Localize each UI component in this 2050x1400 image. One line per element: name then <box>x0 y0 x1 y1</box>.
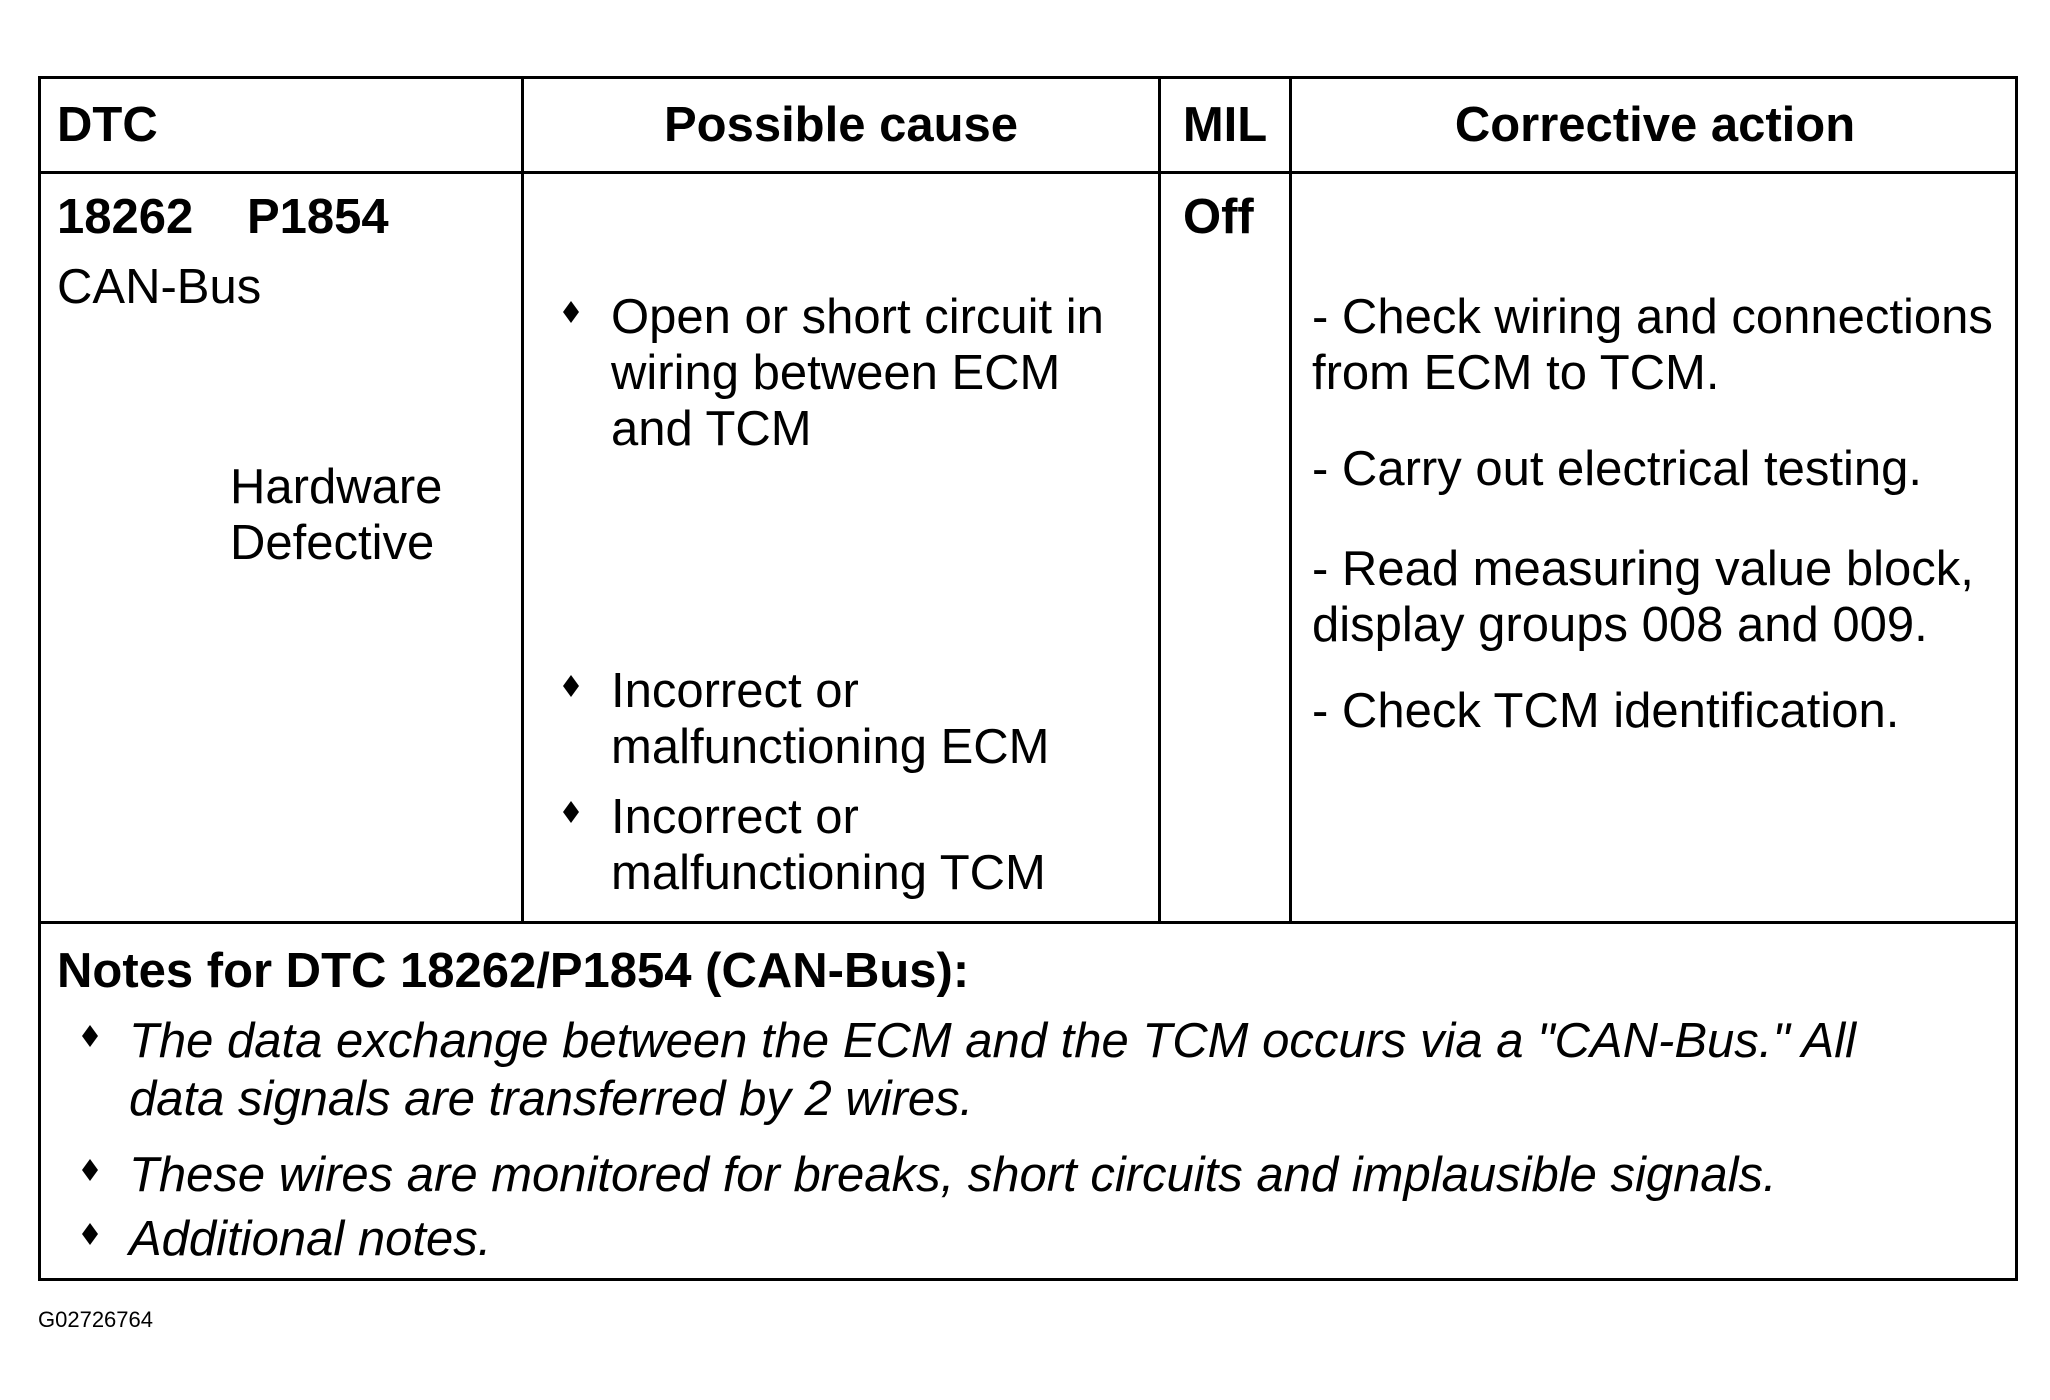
action-line: - Read measuring value block, <box>1312 542 1974 596</box>
dtc-code: 18262 <box>57 190 194 244</box>
diamond-bullet-icon <box>560 301 582 323</box>
header-mil: MIL <box>1182 98 1268 152</box>
cause-line: and TCM <box>611 402 812 456</box>
notes-divider <box>41 921 2015 924</box>
figure-id: G02726764 <box>38 1307 153 1332</box>
column-divider <box>1158 79 1161 921</box>
header-divider <box>41 171 2015 174</box>
diamond-bullet-icon <box>79 1223 101 1245</box>
cause-line: Open or short circuit in <box>611 290 1104 344</box>
diamond-bullet-icon <box>560 801 582 823</box>
diamond-bullet-icon <box>79 1159 101 1181</box>
cause-line: malfunctioning ECM <box>611 720 1050 774</box>
action-line: - Carry out electrical testing. <box>1312 442 1922 496</box>
diamond-bullet-icon <box>560 675 582 697</box>
note-line: Additional notes. <box>129 1212 492 1266</box>
cause-line: malfunctioning TCM <box>611 846 1046 900</box>
mil-status: Off <box>1183 190 1254 244</box>
fault-type-line: Hardware <box>230 460 443 514</box>
action-line: from ECM to TCM. <box>1312 346 1720 400</box>
cause-line: Incorrect or <box>611 790 859 844</box>
column-divider <box>521 79 524 921</box>
notes-title: Notes for DTC 18262/P1854 (CAN-Bus): <box>57 944 970 998</box>
obd-code: P1854 <box>247 190 389 244</box>
cause-line: Incorrect or <box>611 664 859 718</box>
diamond-bullet-icon <box>79 1025 101 1047</box>
dtc-table: DTC Possible cause MIL Corrective action… <box>38 76 2018 1281</box>
header-dtc: DTC <box>57 98 158 152</box>
note-line: These wires are monitored for breaks, sh… <box>129 1148 1777 1202</box>
header-corrective-action: Corrective action <box>1454 98 1856 152</box>
column-divider <box>1289 79 1292 921</box>
cause-line: wiring between ECM <box>611 346 1061 400</box>
note-line: data signals are transferred by 2 wires. <box>129 1072 974 1126</box>
action-line: - Check wiring and connections <box>1312 290 1993 344</box>
note-line: The data exchange between the ECM and th… <box>129 1014 1857 1068</box>
dtc-system: CAN-Bus <box>57 260 262 314</box>
action-line: - Check TCM identification. <box>1312 684 1900 738</box>
header-possible-cause: Possible cause <box>663 98 1019 152</box>
action-line: display groups 008 and 009. <box>1312 598 1928 652</box>
fault-type-line: Defective <box>230 516 435 570</box>
